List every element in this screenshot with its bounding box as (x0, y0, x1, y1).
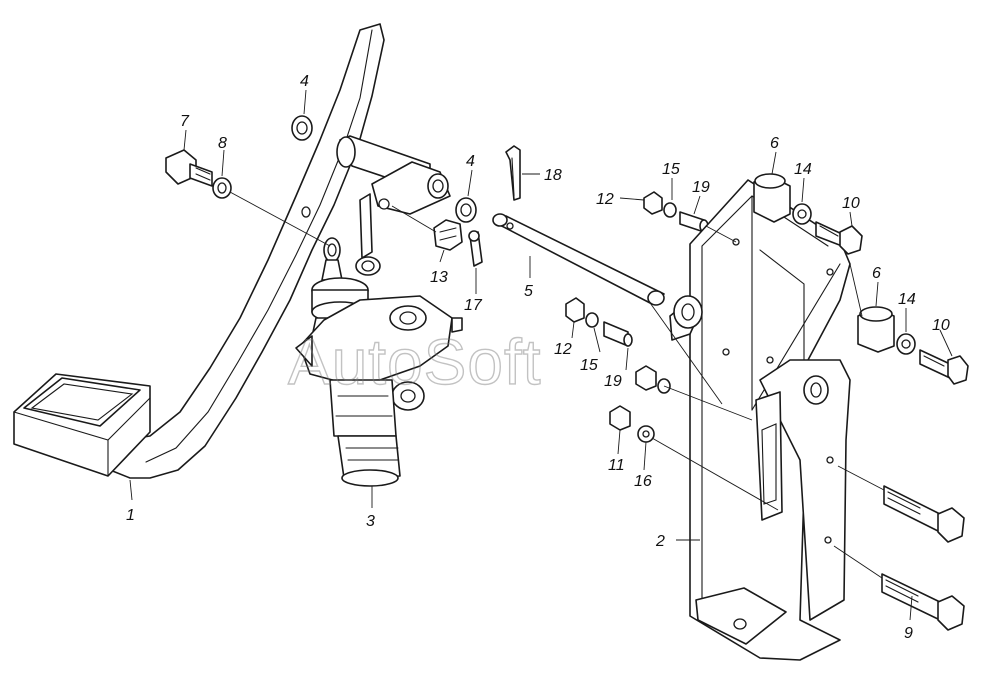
bracket-part-2 (669, 179, 851, 661)
callout-18: 18 (544, 167, 562, 184)
washer-part-16 (637, 425, 655, 443)
callout-19-lower: 19 (604, 373, 622, 390)
callout-8: 8 (218, 135, 227, 152)
nut-part-12-upper (643, 191, 663, 215)
watermark: AutoSoft (288, 326, 542, 398)
callout-12-upper: 12 (596, 191, 614, 208)
washer-part-8 (212, 177, 232, 199)
callout-17: 17 (464, 297, 483, 314)
callout-1: 1 (126, 507, 135, 524)
callout-labels: 1 2 3 4 4 5 6 6 7 8 9 10 10 11 12 12 13 … (126, 73, 950, 642)
callout-15-upper: 15 (662, 161, 680, 178)
callout-6-lower: 6 (872, 265, 881, 282)
bolt-part-7 (165, 149, 213, 187)
cotter-pin-part-17 (468, 230, 483, 267)
nut-part-11 (609, 405, 631, 431)
callout-2: 2 (655, 533, 665, 550)
callout-11: 11 (608, 457, 625, 474)
callout-14-lower: 14 (898, 291, 916, 308)
callout-3: 3 (366, 513, 375, 530)
callout-5: 5 (524, 283, 533, 300)
spacer-part-6-lower (857, 306, 895, 353)
callout-6-upper: 6 (770, 135, 779, 152)
nut-part-12-right (635, 365, 671, 394)
shaft-part-5 (492, 213, 665, 306)
callout-10-lower: 10 (932, 317, 950, 334)
callout-12-lower: 12 (554, 341, 572, 358)
washer-part-14-lower (896, 333, 916, 355)
callout-14-upper: 14 (794, 161, 812, 178)
callout-10-upper: 10 (842, 195, 860, 212)
washer-part-14-upper (792, 203, 812, 225)
bolt-part-10-upper (815, 221, 863, 255)
bushing-part-19-lower (603, 321, 633, 347)
callout-4-lower: 4 (466, 153, 475, 170)
spacer-part-6-upper (753, 173, 791, 223)
bolt-part-9-lower (881, 573, 965, 631)
callout-19-upper: 19 (692, 179, 710, 196)
washer-part-15-lower (585, 312, 599, 328)
callout-16: 16 (634, 473, 652, 490)
bolt-part-9-upper (883, 485, 965, 543)
pedal-lever-part-1 (13, 23, 451, 479)
assembly-axis-lines (229, 191, 885, 579)
callout-13: 13 (430, 269, 448, 286)
castle-nut-part-13 (433, 219, 463, 251)
washer-part-4-upper (291, 115, 313, 141)
bolt-part-10-lower (919, 349, 969, 385)
callout-15-lower: 15 (580, 357, 598, 374)
washer-part-4-lower (455, 197, 477, 223)
nut-part-12-lower (565, 297, 585, 323)
callout-4-upper: 4 (300, 73, 309, 90)
washer-part-15-upper (663, 202, 677, 218)
callout-7: 7 (180, 113, 190, 130)
master-cylinder-part-3 (295, 237, 463, 487)
callout-9: 9 (904, 625, 913, 642)
cotter-pin-part-18 (505, 145, 521, 201)
callout-leaders (129, 89, 953, 621)
